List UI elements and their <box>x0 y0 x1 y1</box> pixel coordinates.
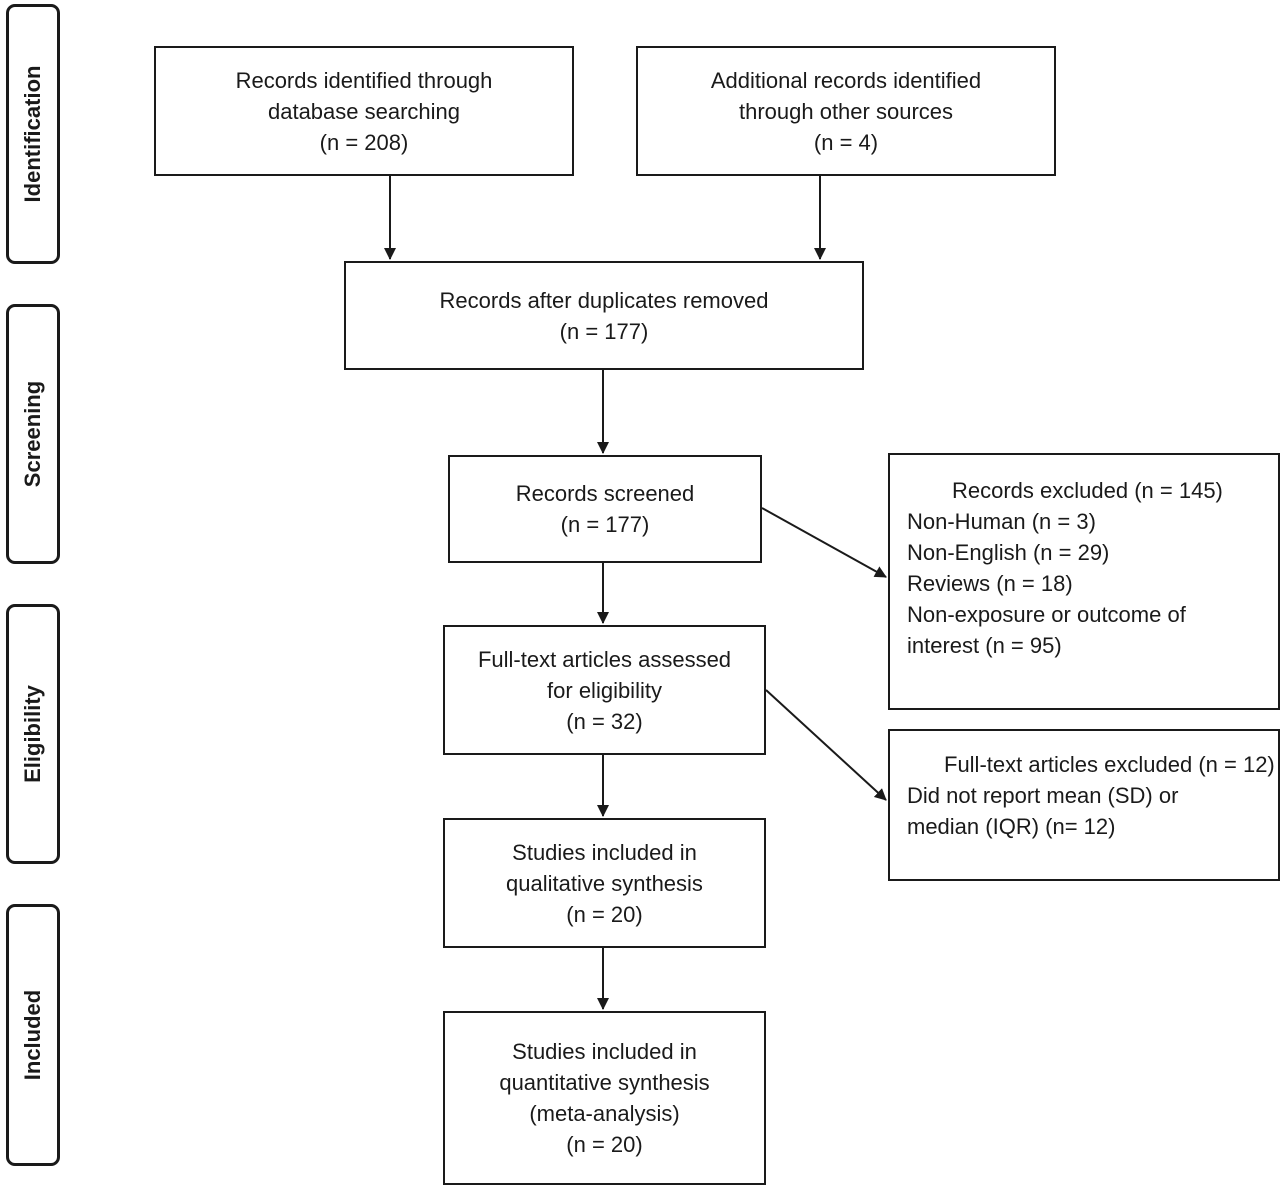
phase-identification: Identification <box>6 4 60 264</box>
records-screened-label: Records screened <box>515 481 695 506</box>
fulltext-excluded-item: Did not report mean (SD) or <box>907 783 1179 808</box>
qualitative-synthesis-line-1: Studies included in <box>512 839 697 865</box>
fulltext-assessed-line-1: Full-text articles assessed <box>477 646 732 672</box>
other-sources-line-1: Additional records identified <box>710 67 982 93</box>
duplicates-removed-count: (n = 177) <box>559 318 649 344</box>
records-excluded-heading: Records excluded (n = 145) <box>952 478 1223 503</box>
quantitative-synthesis-count: (n = 20) <box>566 1132 643 1157</box>
database-records-box: Records identified through database sear… <box>154 46 574 176</box>
records-excluded-item: Non-Human (n = 3) <box>907 509 1096 534</box>
qualitative-synthesis-line-2: qualitative synthesis <box>506 870 703 896</box>
duplicates-removed-box: Records after duplicates removed (n = 17… <box>344 261 864 370</box>
fulltext-excluded-heading: Full-text articles excluded (n = 12) <box>944 752 1275 777</box>
records-excluded-item: Non-English (n = 29) <box>907 540 1110 565</box>
quantitative-synthesis-line-3: (meta-analysis) <box>529 1101 680 1126</box>
qualitative-synthesis-box: Studies included in qualitative synthesi… <box>443 818 766 948</box>
records-excluded-item: interest (n = 95) <box>907 633 1062 658</box>
records-excluded-item: Reviews (n = 18) <box>907 571 1073 596</box>
quantitative-synthesis-box: Studies included in quantitative synthes… <box>443 1011 766 1185</box>
fulltext-assessed-box: Full-text articles assessed for eligibil… <box>443 625 766 755</box>
phase-eligibility: Eligibility <box>6 604 60 864</box>
fulltext-excluded-box: Full-text articles excluded (n = 12) Did… <box>888 729 1280 881</box>
database-records-count: (n = 208) <box>319 129 409 155</box>
fulltext-assessed-line-2: for eligibility <box>547 677 662 703</box>
database-records-line-2: database searching <box>267 98 461 124</box>
duplicates-removed-label: Records after duplicates removed <box>439 287 769 313</box>
other-sources-box: Additional records identified through ot… <box>636 46 1056 176</box>
qualitative-synthesis-count: (n = 20) <box>566 901 643 927</box>
other-sources-count: (n = 4) <box>813 129 879 155</box>
database-records-line-1: Records identified through <box>235 67 493 93</box>
records-excluded-box: Records excluded (n = 145) Non-Human (n … <box>888 453 1280 710</box>
phase-screening: Screening <box>6 304 60 564</box>
arrow-fulltext-to-excluded <box>765 689 887 801</box>
fulltext-excluded-item: median (IQR) (n= 12) <box>907 814 1116 839</box>
phase-included: Included <box>6 904 60 1166</box>
records-excluded-item: Non-exposure or outcome of <box>907 602 1186 627</box>
quantitative-synthesis-line-1: Studies included in <box>512 1039 697 1064</box>
quantitative-synthesis-line-2: quantitative synthesis <box>499 1070 710 1095</box>
records-screened-count: (n = 177) <box>560 512 650 537</box>
records-screened-box: Records screened (n = 177) <box>448 455 762 563</box>
arrow-screened-to-excluded <box>761 507 887 578</box>
other-sources-line-2: through other sources <box>738 98 954 124</box>
fulltext-assessed-count: (n = 32) <box>566 708 643 734</box>
